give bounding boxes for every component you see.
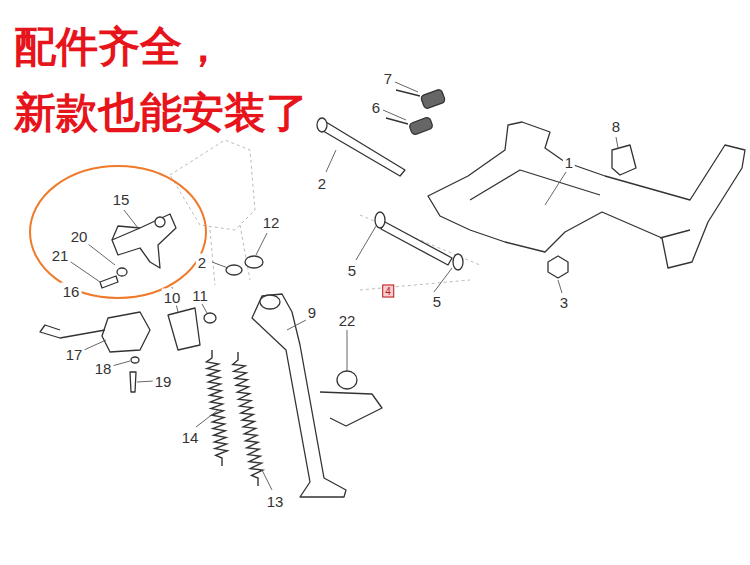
nut (548, 256, 568, 278)
callout-number: 5 (431, 293, 443, 310)
callout-number: 3 (558, 294, 570, 311)
main-stand (428, 122, 745, 268)
washer (453, 254, 463, 270)
callout-number: 18 (93, 360, 114, 377)
rubber-buffer (337, 371, 357, 389)
stand-bracket (320, 392, 382, 426)
washer (117, 268, 127, 276)
bolt (100, 276, 118, 288)
callout-number: 15 (111, 191, 132, 208)
callout-number: 8 (610, 118, 622, 135)
promo-title: 配件齐全， 新款也能安装了 (14, 14, 374, 146)
callout-number: 9 (306, 304, 318, 321)
callout-number: 4 (382, 285, 394, 298)
callout-number: 20 (69, 228, 90, 245)
callout-number: 21 (50, 247, 71, 264)
washer (375, 212, 385, 228)
callout-number: 17 (64, 346, 85, 363)
small-spring (420, 89, 445, 110)
callout-number: 13 (265, 493, 286, 510)
callout-number: 11 (190, 287, 210, 304)
small-spring (409, 117, 434, 136)
leader-lines (68, 82, 618, 490)
callout-number: 22 (337, 312, 358, 329)
frame-background (170, 140, 480, 290)
stand-switch (102, 312, 150, 352)
washer (226, 265, 242, 275)
rubber-cap (612, 145, 636, 175)
callout-number: 5 (346, 262, 358, 279)
pivot-pin (381, 222, 452, 265)
callout-number: 14 (180, 429, 201, 446)
callout-number: 10 (162, 289, 183, 306)
callout-number: 1 (563, 154, 575, 171)
callout-number: 2 (196, 254, 208, 271)
washer (245, 256, 263, 268)
callout-number: 12 (261, 214, 282, 231)
return-spring (233, 352, 263, 486)
screw (130, 372, 136, 392)
pivot-bushing (168, 308, 200, 350)
long-bolt (318, 122, 405, 176)
switch-bracket (112, 214, 176, 268)
callout-number: 16 (61, 283, 82, 300)
callout-number: 19 (153, 373, 174, 390)
callout-number: 2 (316, 175, 328, 192)
side-stand (252, 294, 346, 497)
return-spring (206, 350, 227, 466)
highlight-ring (30, 166, 206, 298)
callout-number: 6 (370, 99, 382, 116)
callout-number: 7 (382, 70, 394, 87)
